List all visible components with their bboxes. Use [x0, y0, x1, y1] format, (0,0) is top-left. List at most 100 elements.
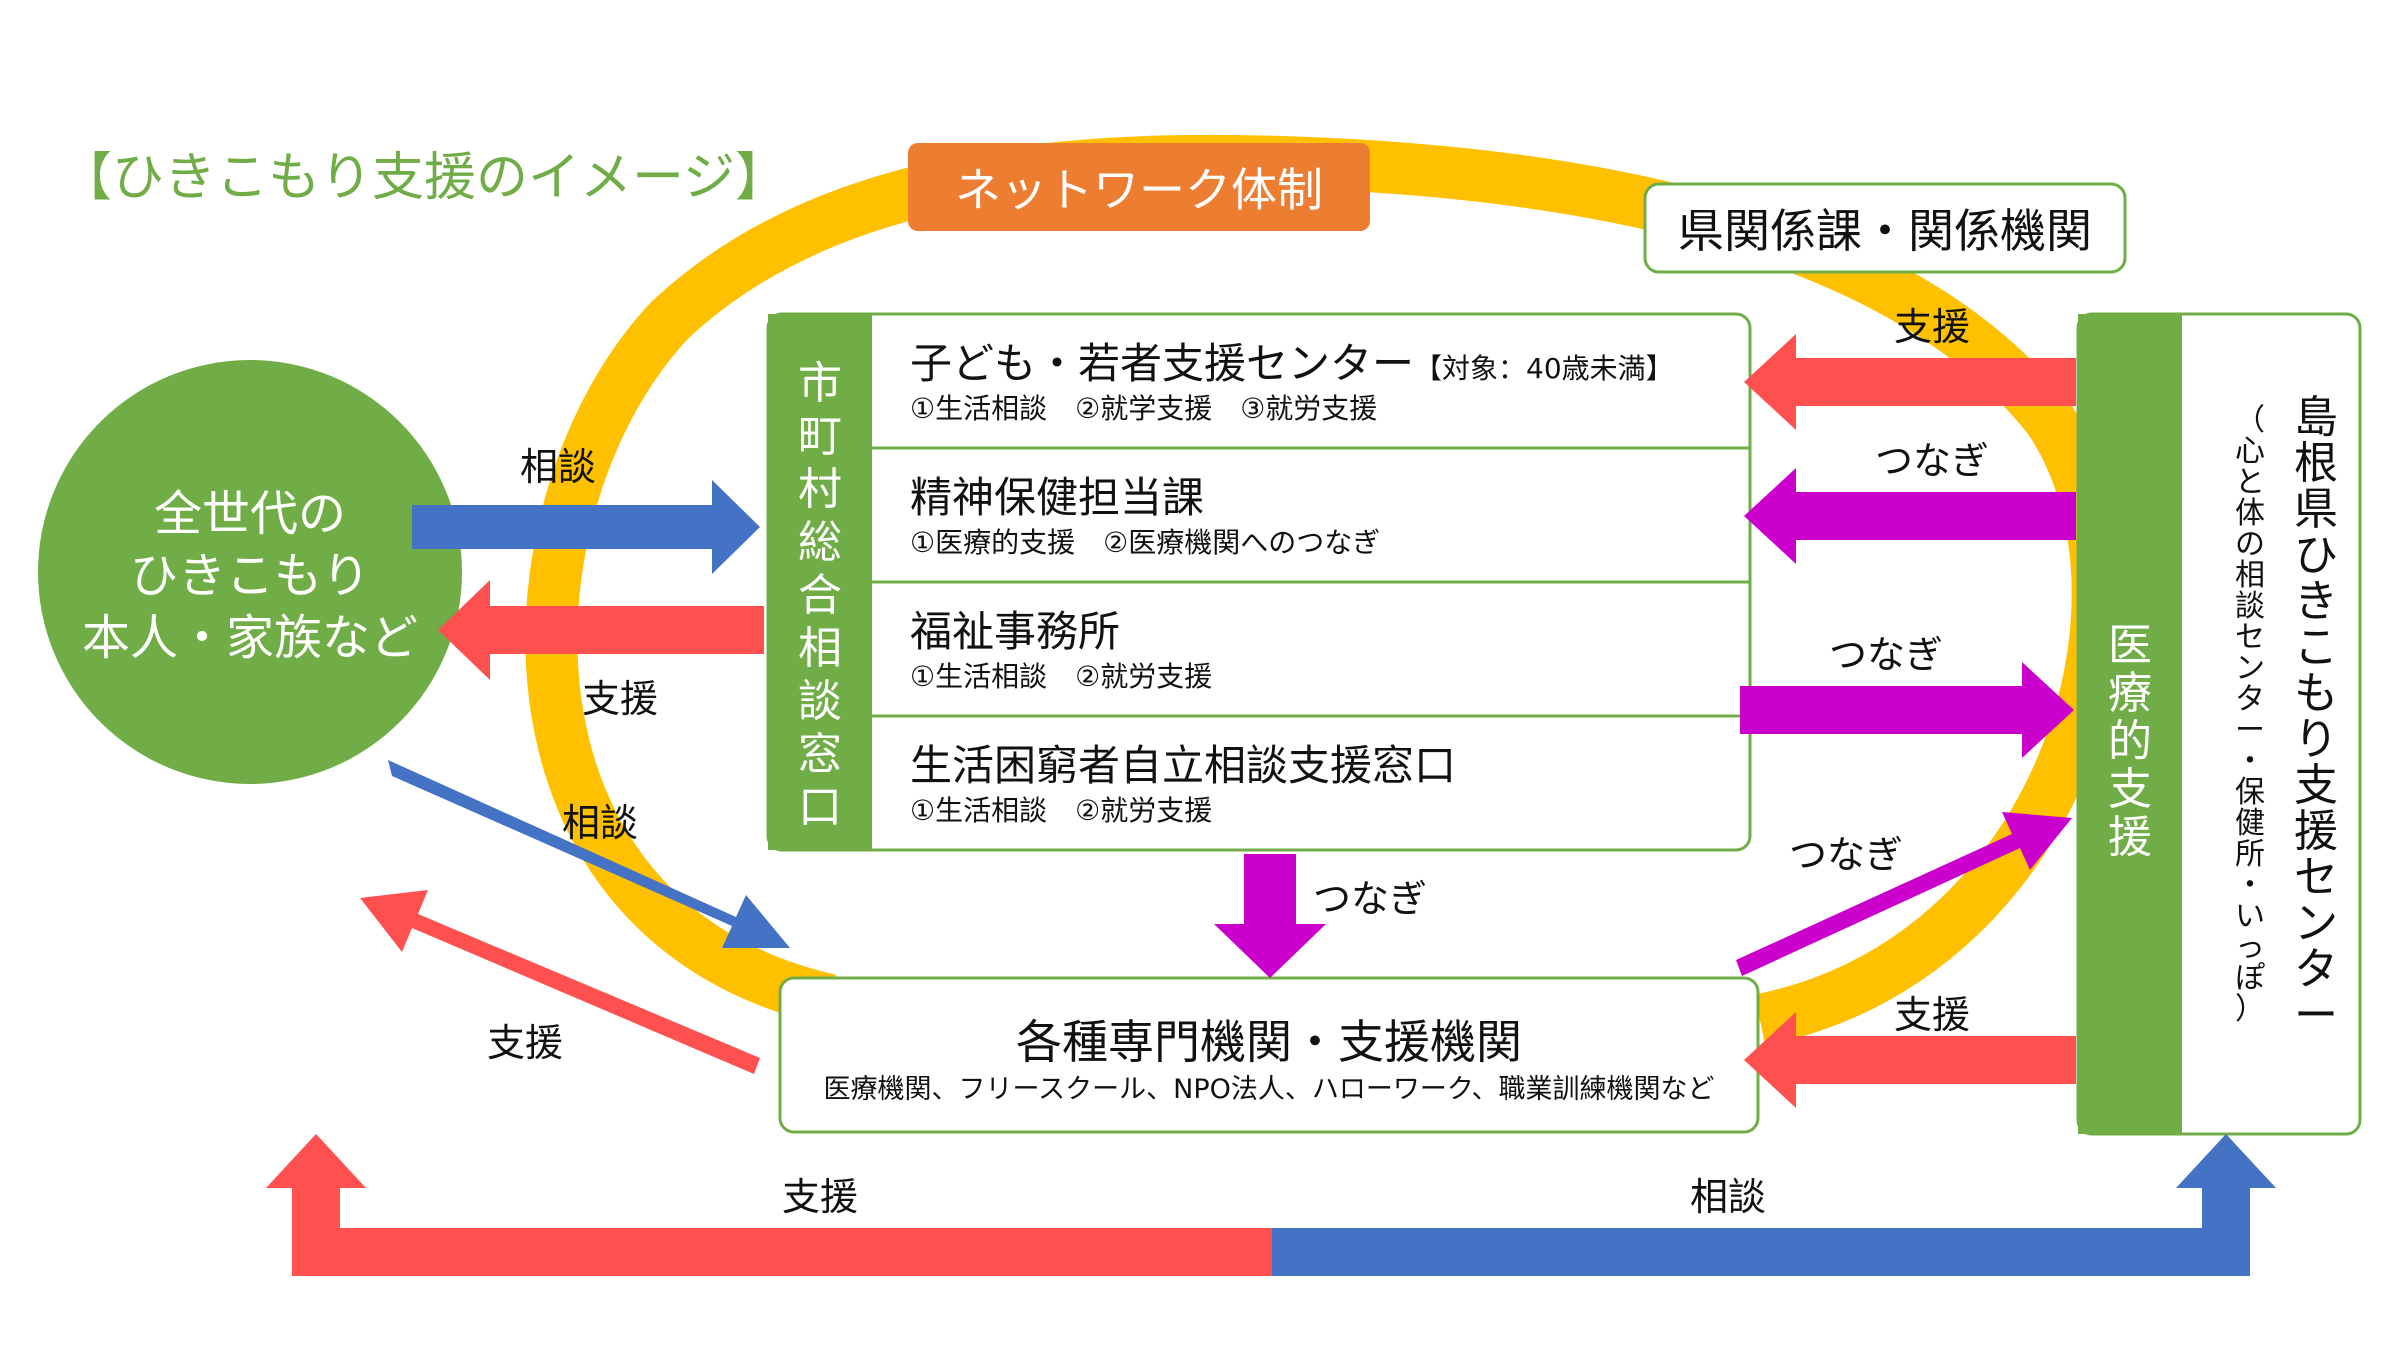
person-line-3: 本人・家族など [82, 610, 418, 666]
center-name-char: ひ [2294, 530, 2338, 581]
center-sub-char: ・ [2235, 744, 2265, 779]
medical-support-label-char: 的 [2108, 716, 2152, 767]
arrow-label: 支援 [582, 677, 658, 721]
arrow-label: 相談 [520, 445, 596, 489]
center-sub-char: 健 [2235, 806, 2265, 841]
bottom-consult-arrow-head [2176, 1134, 2276, 1276]
row-sub: ①医療的支援 ②医療機関へのつなぎ [910, 526, 1380, 559]
municipal-label-char: 町 [798, 411, 842, 462]
center-name-char: き [2294, 576, 2338, 627]
center-name-char: り [2294, 714, 2338, 765]
center-name-char: タ [2294, 944, 2338, 995]
center-sub-char: 相 [2235, 558, 2265, 593]
arrow-label: つなぎ [1875, 439, 1989, 483]
bottom-support-bar [292, 1228, 1272, 1276]
person-circle [38, 360, 462, 784]
center-sub-char: ー [2235, 713, 2265, 748]
center-name-char: ン [2294, 898, 2338, 949]
center-sub-char: タ [2235, 682, 2265, 717]
center-sub-char: セ [2235, 620, 2265, 655]
row-title: 精神保健担当課 [910, 473, 1204, 522]
row-title: 福祉事務所 [910, 607, 1120, 656]
support-arrow [1744, 1012, 2076, 1108]
medical-support-label-char: 療 [2108, 668, 2152, 719]
center-sub-char: 心 [2235, 434, 2265, 469]
center-sub-char: ） [2235, 992, 2265, 1027]
arrow-label: つなぎ [1313, 877, 1427, 921]
center-sub-char: の [2235, 527, 2265, 562]
center-name-char: セ [2294, 852, 2338, 903]
link-arrow [1214, 854, 1326, 978]
person-line-2: ひきこもり [130, 548, 370, 604]
arrow-label: つなぎ [1829, 633, 1943, 677]
arrow-label: 支援 [1894, 993, 1970, 1037]
support-arrow [1744, 334, 2076, 430]
consult-arrow [412, 480, 760, 574]
municipal-label-char: 総 [798, 517, 842, 568]
center-sub-char: （ [2235, 403, 2265, 438]
center-sub-char: っ [2235, 930, 2265, 965]
person-line-1: 全世代の [154, 486, 346, 542]
arrow-label: 相談 [562, 801, 638, 845]
row-title-main: 子ども・若者支援センター [910, 339, 1414, 388]
medical-support-label: 医療的支援 [2108, 620, 2152, 863]
consult-arrow [388, 760, 790, 948]
center-sub-char: い [2235, 899, 2265, 934]
arrow-label: 相談 [1690, 1175, 1766, 1219]
municipal-label-char: 合 [798, 570, 842, 621]
row-note: 【対象：40歳未満】 [1414, 352, 1674, 385]
center-name-char: も [2294, 668, 2338, 719]
row-title: 子ども・若者支援センター【対象：40歳未満】 [910, 339, 1674, 388]
network-label: ネットワーク体制 [955, 163, 1323, 217]
arrow-label: 支援 [782, 1175, 858, 1219]
municipal-label-char: 市 [798, 358, 842, 409]
support-arrow [360, 890, 760, 1074]
specialist-title: 各種専門機関・支援機関 [1016, 1015, 1522, 1069]
prefecture-box [1643, 182, 2127, 274]
municipal-label-char: 談 [798, 676, 842, 727]
municipal-label-char: 窓 [798, 729, 842, 780]
center-name-char: 県 [2294, 484, 2338, 535]
link-arrow [1736, 812, 2072, 976]
arrow-label: 支援 [1894, 305, 1970, 349]
municipal-label-char: 村 [798, 464, 842, 515]
center-sub-char: ぽ [2235, 961, 2265, 996]
arrow-label: つなぎ [1789, 833, 1903, 877]
row-sub: ①生活相談 ②就労支援 [910, 794, 1212, 827]
center-sub-char: と [2235, 465, 2265, 500]
bottom-consult-bar [1272, 1228, 2250, 1276]
arrow-label: 支援 [487, 1021, 563, 1065]
row-sub: ①生活相談 ②就労支援 [910, 660, 1212, 693]
medical-support-bar [2078, 314, 2182, 1134]
municipal-label-char: 口 [798, 782, 842, 833]
medical-support-label-char: 支 [2108, 764, 2152, 815]
link-arrow [1740, 662, 2074, 758]
support-arrow [438, 580, 764, 680]
center-name-char: こ [2294, 622, 2338, 673]
medical-support-label-char: 援 [2108, 812, 2152, 863]
center-name-char: ー [2294, 990, 2338, 1041]
prefecture-label: 県関係課・関係機関 [1678, 204, 2092, 258]
center-name-char: 島 [2294, 392, 2338, 443]
center-sub-char: 所 [2235, 837, 2265, 872]
row-title: 生活困窮者自立相談支援窓口 [910, 741, 1456, 790]
row-sub: ①生活相談 ②就学支援 ③就労支援 [910, 392, 1377, 425]
bottom-support-arrow-head [266, 1134, 366, 1276]
medical-support-label-char: 医 [2108, 620, 2152, 671]
link-arrow [1744, 468, 2076, 564]
center-sub-char: 保 [2235, 775, 2265, 810]
network-label-box [908, 143, 1370, 231]
center-sub-char: 談 [2235, 589, 2265, 624]
center-sub-char: 体 [2235, 496, 2265, 531]
page-title: 【ひきこもり支援のイメージ】 [60, 148, 787, 208]
center-name-char: 根 [2294, 438, 2338, 489]
center-name-char: 援 [2294, 806, 2338, 857]
municipal-label-bar [768, 314, 872, 850]
specialist-sub: 医療機関、フリースクール、NPO法人、ハローワーク、職業訓練機関など [824, 1074, 1715, 1105]
center-sub-char: ・ [2235, 868, 2265, 903]
municipal-label-char: 相 [798, 623, 842, 674]
